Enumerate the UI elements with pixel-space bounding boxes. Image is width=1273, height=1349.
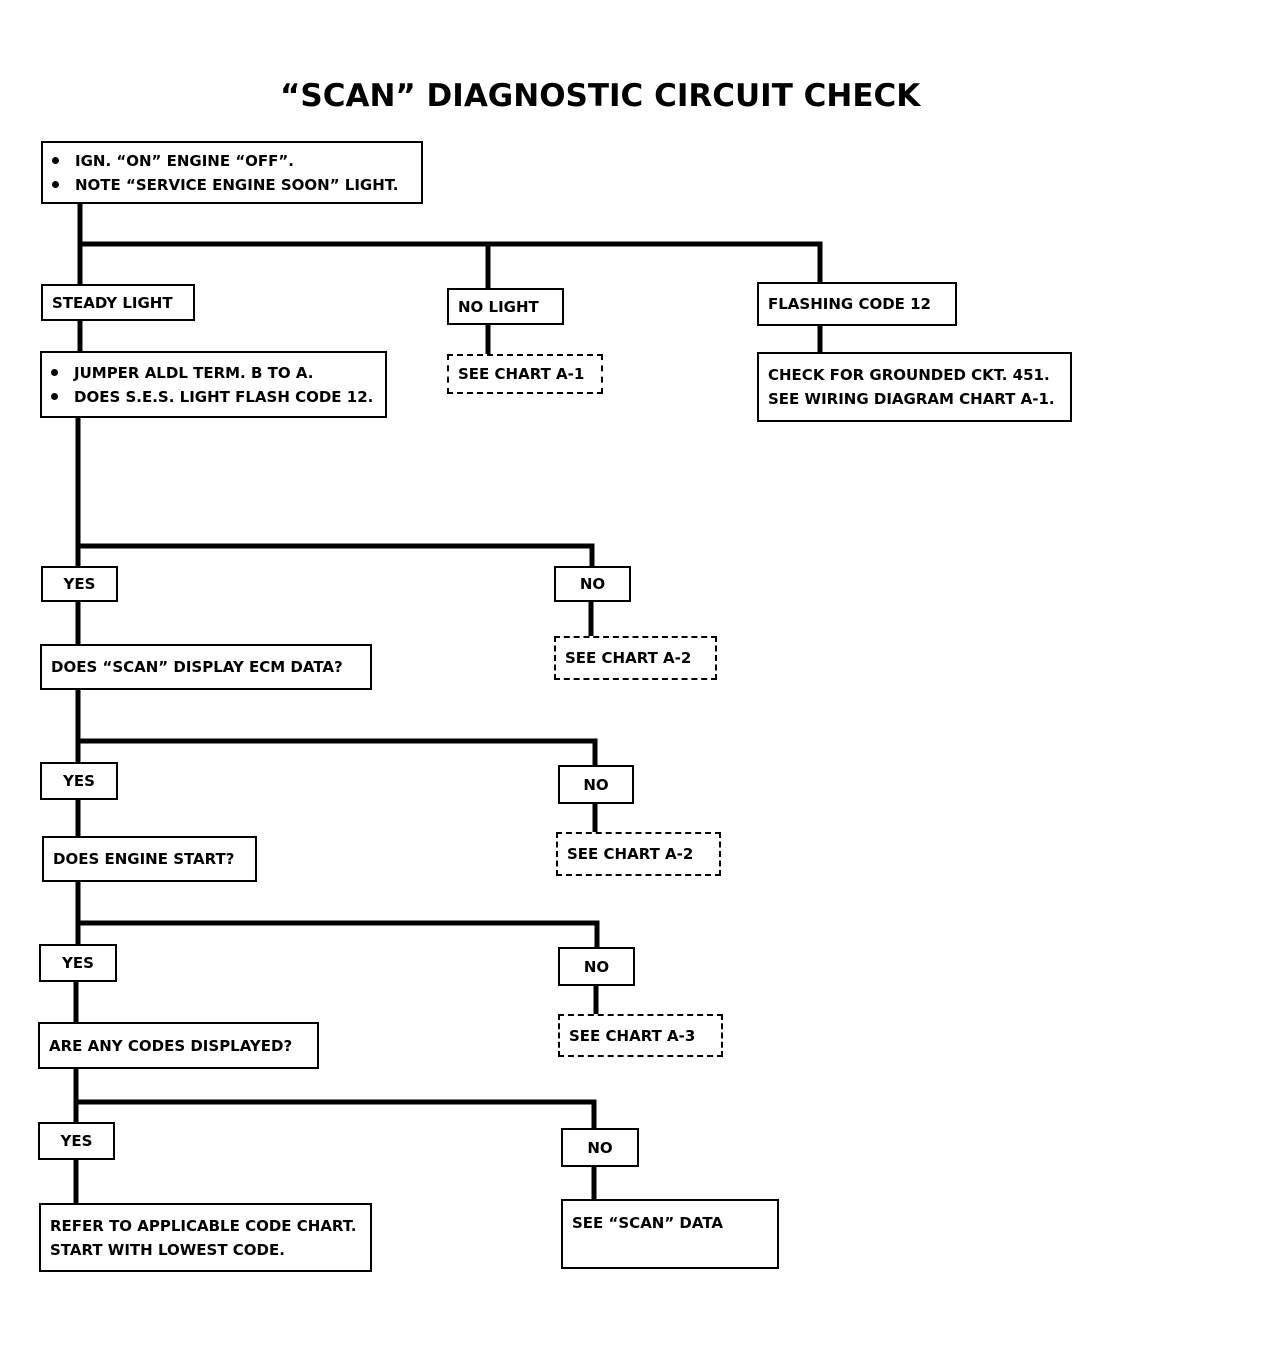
list-item: DOES S.E.S. LIGHT FLASH CODE 12.	[51, 385, 376, 409]
q3-yes-label: YES	[62, 954, 94, 972]
page-title: “SCAN” DIAGNOSTIC CIRCUIT CHECK	[280, 78, 921, 114]
start-line-2: NOTE “SERVICE ENGINE SOON” LIGHT.	[75, 175, 399, 194]
see-scan-data-box: SEE “SCAN” DATA	[561, 1199, 779, 1269]
q4-no-box: NO	[561, 1128, 639, 1167]
q3-see-chart-label: SEE CHART A-3	[569, 1026, 696, 1045]
jumper-box: JUMPER ALDL TERM. B TO A. DOES S.E.S. LI…	[40, 351, 387, 418]
flashing-code-box: FLASHING CODE 12	[757, 282, 957, 326]
check-grounded-line-2: SEE WIRING DIAGRAM CHART A-1.	[768, 390, 1055, 408]
q2-no-box: NO	[558, 765, 634, 804]
q1-no-label: NO	[579, 575, 606, 593]
engine-start-label: DOES ENGINE START?	[53, 850, 235, 868]
q2-no-label: NO	[583, 775, 609, 794]
q4-yes-box: YES	[38, 1122, 115, 1160]
refer-chart-line-2: START WITH LOWEST CODE.	[50, 1240, 285, 1259]
see-chart-a1-box: SEE CHART A-1	[447, 354, 603, 394]
q3-no-box: NO	[558, 947, 635, 986]
list-item: JUMPER ALDL TERM. B TO A.	[51, 361, 376, 385]
check-grounded-box: CHECK FOR GROUNDED CKT. 451. SEE WIRING …	[757, 352, 1072, 422]
refer-chart-box: REFER TO APPLICABLE CODE CHART. START WI…	[39, 1203, 372, 1272]
bullet-icon	[52, 181, 59, 188]
no-light-label: NO LIGHT	[458, 297, 539, 316]
engine-start-box: DOES ENGINE START?	[42, 836, 257, 882]
steady-light-label: STEADY LIGHT	[52, 293, 173, 312]
q1-yes-box: YES	[41, 566, 118, 602]
q2-see-chart-box: SEE CHART A-2	[556, 832, 721, 876]
start-box: IGN. “ON” ENGINE “OFF”. NOTE “SERVICE EN…	[41, 141, 423, 204]
start-line-1: IGN. “ON” ENGINE “OFF”.	[75, 151, 294, 170]
no-light-box: NO LIGHT	[447, 288, 564, 325]
q2-yes-label: YES	[63, 772, 95, 790]
scan-display-box: DOES “SCAN” DISPLAY ECM DATA?	[40, 644, 372, 690]
q1-see-chart-label: SEE CHART A-2	[565, 649, 692, 667]
bullet-icon	[52, 157, 59, 164]
refer-chart-line-1: REFER TO APPLICABLE CODE CHART.	[50, 1216, 357, 1235]
q3-no-label: NO	[583, 957, 610, 976]
check-grounded-line-1: CHECK FOR GROUNDED CKT. 451.	[768, 366, 1050, 384]
jumper-line-1: JUMPER ALDL TERM. B TO A.	[74, 363, 314, 382]
q1-no-box: NO	[554, 566, 631, 602]
scan-display-label: DOES “SCAN” DISPLAY ECM DATA?	[51, 658, 343, 676]
steady-light-box: STEADY LIGHT	[41, 284, 195, 321]
see-scan-data-label: SEE “SCAN” DATA	[572, 1214, 724, 1232]
bullet-icon	[51, 393, 58, 400]
q1-yes-label: YES	[63, 575, 96, 593]
q3-see-chart-box: SEE CHART A-3	[558, 1014, 723, 1057]
codes-displayed-box: ARE ANY CODES DISPLAYED?	[38, 1022, 319, 1069]
q4-yes-label: YES	[60, 1132, 93, 1150]
bullet-icon	[51, 369, 58, 376]
q1-see-chart-box: SEE CHART A-2	[554, 636, 717, 680]
jumper-line-2: DOES S.E.S. LIGHT FLASH CODE 12.	[74, 387, 374, 406]
flashing-code-label: FLASHING CODE 12	[768, 295, 931, 313]
q2-yes-box: YES	[40, 762, 118, 800]
q4-no-label: NO	[587, 1138, 613, 1157]
list-item: IGN. “ON” ENGINE “OFF”.	[52, 149, 412, 173]
codes-displayed-label: ARE ANY CODES DISPLAYED?	[49, 1036, 293, 1055]
see-chart-a1-label: SEE CHART A-1	[458, 365, 585, 383]
q2-see-chart-label: SEE CHART A-2	[567, 845, 694, 863]
list-item: NOTE “SERVICE ENGINE SOON” LIGHT.	[52, 173, 412, 197]
q3-yes-box: YES	[39, 944, 117, 982]
